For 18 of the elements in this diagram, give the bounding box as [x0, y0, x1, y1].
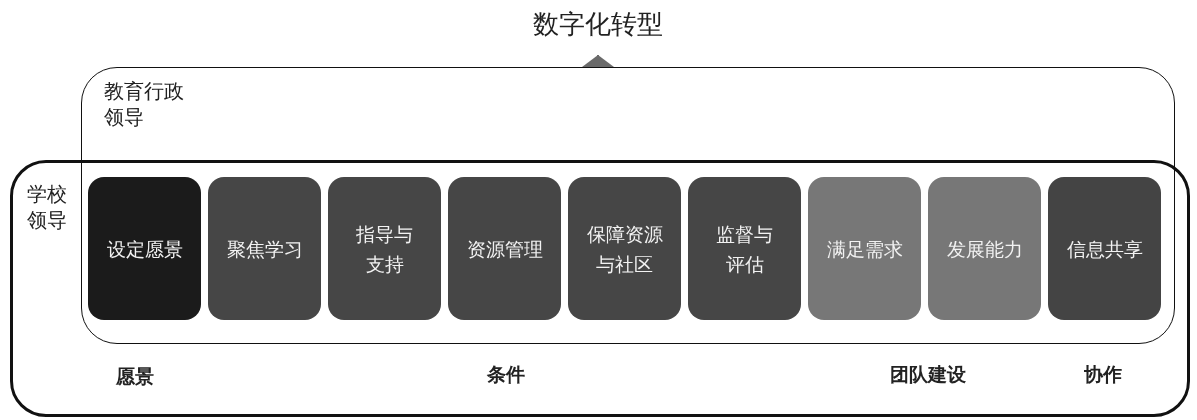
process-box: 监督与评估: [688, 177, 801, 320]
process-box: 满足需求: [808, 177, 921, 320]
process-box: 聚焦学习: [208, 177, 321, 320]
process-box: 保障资源与社区: [568, 177, 681, 320]
frame-heading: 学校领导: [27, 181, 68, 233]
heading-text: 数字化转型: [478, 4, 718, 55]
arrow: [582, 54, 614, 68]
process-box: 发展能力: [928, 177, 1041, 320]
category-label: 团队建设: [890, 362, 966, 386]
process-box: 指导与支持: [328, 177, 441, 320]
process-box: 信息共享: [1048, 177, 1161, 320]
process-box: 资源管理: [448, 177, 561, 320]
frame-heading: 教育行政领导: [104, 78, 185, 130]
category-label: 协作: [1084, 362, 1122, 386]
category-label: 条件: [487, 362, 525, 386]
category-label: 愿景: [116, 364, 154, 388]
bold-rounded-frame: [10, 160, 1190, 417]
process-box: 设定愿景: [88, 177, 201, 320]
